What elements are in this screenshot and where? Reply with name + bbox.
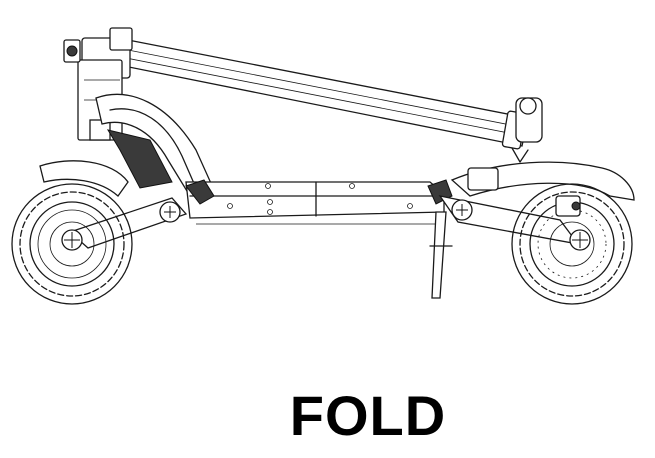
folded-stem: [123, 39, 543, 163]
steering-head: [63, 27, 133, 141]
rear-swing-arm: [438, 161, 635, 245]
front-frame: [39, 93, 215, 197]
kickstand: [429, 211, 453, 299]
rear-wheel: [511, 183, 633, 305]
folded-scooter-illustration: [11, 27, 635, 305]
deck: [185, 179, 453, 225]
front-wheel: [11, 183, 133, 305]
fold-caption: FOLD: [289, 384, 447, 447]
